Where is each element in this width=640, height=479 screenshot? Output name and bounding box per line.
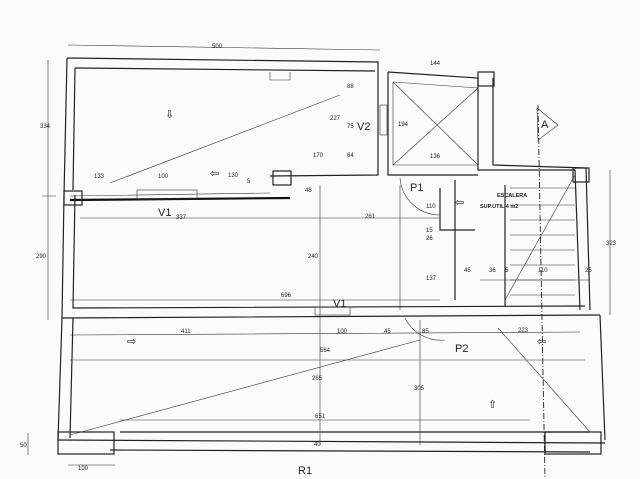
- stair-area: SUP.UTIL 4 m2: [480, 204, 518, 210]
- dim-label: 130: [228, 173, 239, 179]
- dim-label: 137: [426, 276, 437, 282]
- arrow-right-icon: ⇨: [127, 336, 136, 348]
- dim-label: 564: [320, 348, 331, 354]
- dim-label: 15: [426, 228, 433, 234]
- arrow-left-icon: ⇦: [210, 168, 219, 180]
- arrow-down-icon: ⇩: [165, 109, 174, 121]
- door-label-p1: P1: [410, 182, 423, 194]
- dim-label: 334: [40, 124, 51, 130]
- dim-label: 5: [247, 179, 251, 185]
- arrow-up-icon: ⇧: [488, 399, 497, 411]
- dim-label: 5: [505, 268, 509, 274]
- arrow-left-icon: ⇦: [455, 197, 464, 209]
- window-label-v1: V1: [333, 298, 346, 310]
- dim-label: 100: [78, 466, 89, 472]
- column: [63, 190, 83, 206]
- dim-label: 25: [585, 268, 592, 274]
- walls: [27, 44, 611, 466]
- dim-label: 26: [426, 236, 433, 242]
- dim-label: 290: [36, 254, 47, 260]
- dim-label: 696: [281, 293, 292, 299]
- dim-label: 136: [430, 154, 441, 160]
- column: [572, 167, 590, 183]
- dim-label: 100: [337, 329, 348, 335]
- label-r1: R1: [298, 465, 312, 477]
- stair-title: ESCALERA: [497, 193, 527, 199]
- dim-label: 227: [330, 116, 341, 122]
- dim-label: 45: [384, 329, 391, 335]
- dim-label: 500: [212, 44, 223, 50]
- dim-label: 64: [347, 153, 354, 159]
- dim-label: 144: [430, 61, 441, 67]
- column: [544, 431, 602, 455]
- dim-label: 110: [426, 204, 436, 210]
- arrow-left-icon: ⇦: [537, 336, 546, 348]
- dim-label: 305: [414, 386, 425, 392]
- dim-label: 223: [518, 328, 529, 334]
- dim-label: 100: [158, 174, 169, 180]
- door-label-p2: P2: [455, 343, 468, 355]
- dim-label: 133: [94, 174, 105, 180]
- dim-label: 85: [422, 329, 429, 335]
- window-label-v1: V1: [158, 207, 171, 219]
- dim-label: 75: [347, 124, 354, 130]
- dim-label: 261: [365, 214, 376, 220]
- column: [477, 71, 495, 87]
- dim-label: 337: [176, 215, 187, 221]
- dim-label: 45: [464, 268, 471, 274]
- dim-label: 48: [305, 188, 312, 194]
- dim-label: 240: [308, 254, 319, 260]
- window-label-v2: V2: [357, 121, 370, 133]
- dimension-labels: 500 334 290 133 100 130 5 48 337 261 240…: [20, 44, 617, 472]
- dim-label: 265: [312, 376, 323, 382]
- dim-label: 40: [314, 442, 321, 448]
- dim-label: 170: [313, 153, 324, 159]
- dim-label: 88: [347, 84, 354, 90]
- dim-label: 323: [606, 241, 617, 247]
- column: [272, 170, 292, 186]
- section-line-a: [536, 104, 559, 479]
- dim-label: 411: [181, 329, 191, 335]
- section-label-a: A: [541, 119, 549, 131]
- dim-label: 36: [489, 268, 496, 274]
- column: [57, 431, 115, 455]
- dim-label: 194: [398, 122, 409, 128]
- dim-label: 50: [20, 443, 27, 449]
- dim-label: 110: [538, 268, 548, 274]
- dim-label: 651: [315, 414, 326, 420]
- slope-arrows: ⇩ ⇦ ⇦ ⇨ ⇦ ⇧: [127, 109, 546, 411]
